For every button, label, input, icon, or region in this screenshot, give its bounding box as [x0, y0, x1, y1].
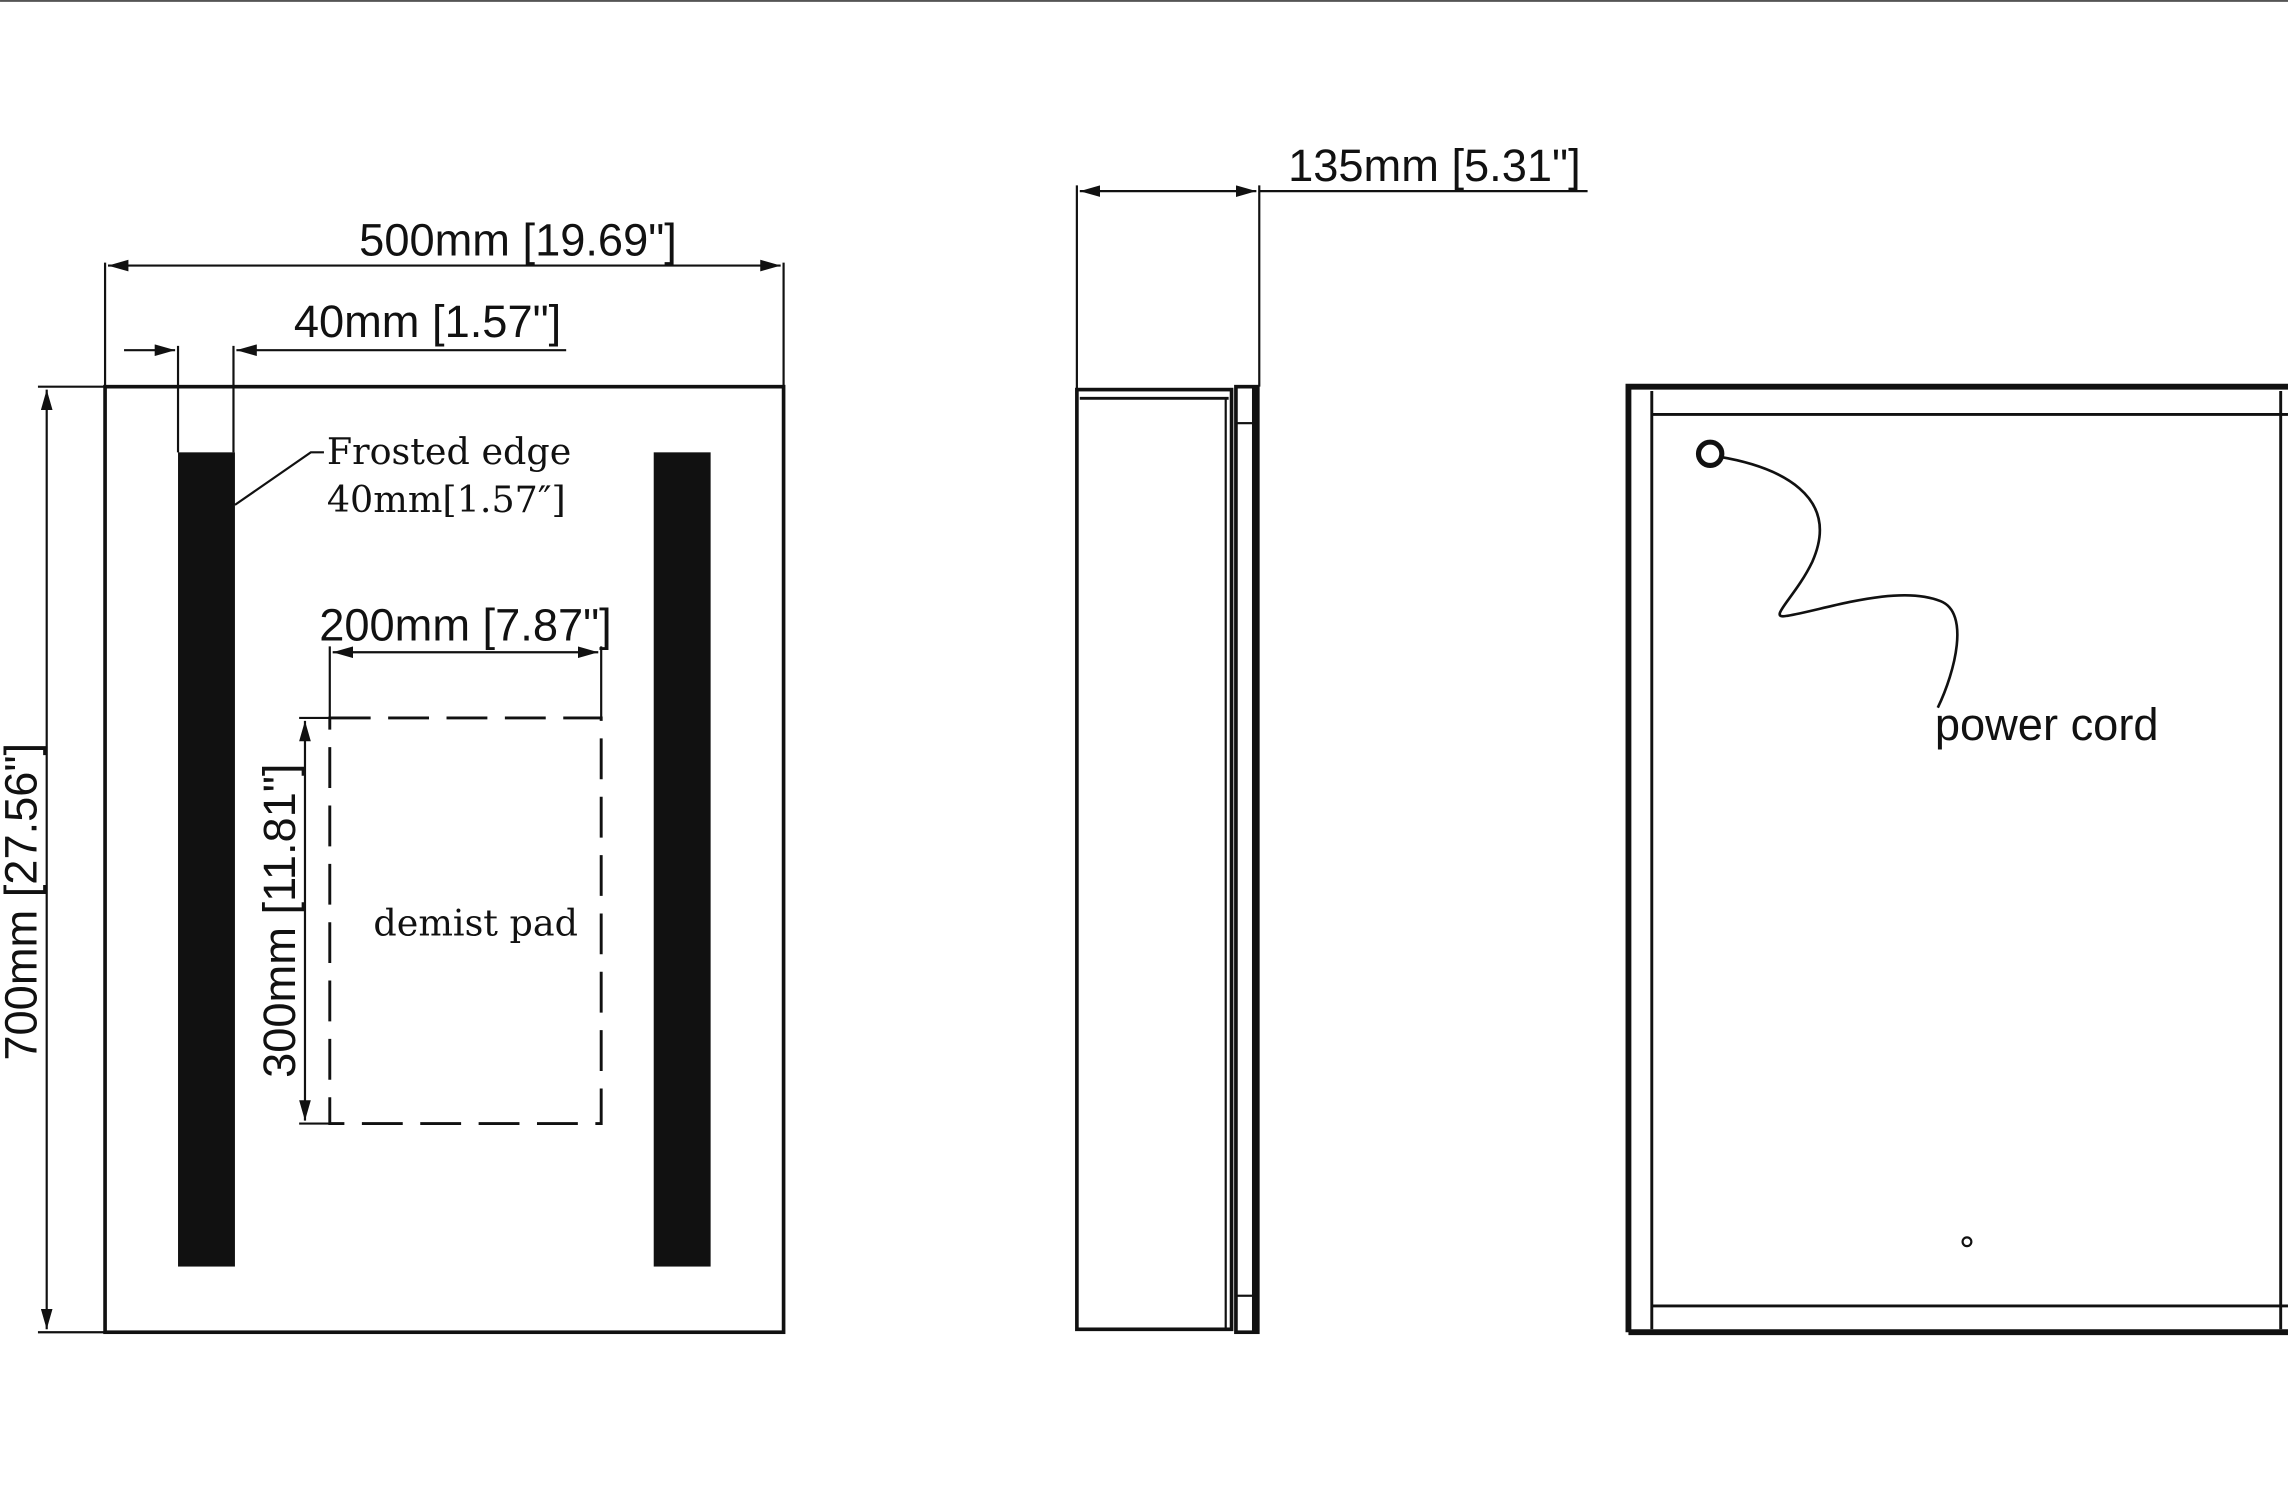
frosted-edge-leader [234, 451, 324, 506]
sensor-dot [1961, 1236, 1973, 1248]
width-label: 500mm [19.69"] [359, 214, 677, 265]
height-label: 700mm [27.56"] [0, 743, 46, 1061]
pad-height-label: 300mm [11.81"] [254, 764, 305, 1078]
power-outlet-icon [1695, 439, 1725, 469]
left-led-strip [178, 452, 235, 1267]
back-view: power cord [1625, 383, 2288, 1336]
right-led-strip [653, 452, 711, 1267]
mirror-outline [103, 384, 786, 1335]
edge-width-label: 40mm [1.57"] [294, 296, 561, 347]
cabinet-body [1075, 387, 1234, 1332]
depth-label: 135mm [5.31"] [1288, 140, 1581, 191]
power-cord [1718, 455, 1959, 709]
frosted-edge-size: 40mm[1.57″] [327, 478, 566, 521]
power-cord-label: power cord [1935, 699, 2159, 750]
pad-width-label: 200mm [7.87"] [319, 600, 612, 651]
front-view: 500mm [19.69"] 40mm [1.57"] 700mm [27.56… [0, 214, 786, 1335]
demist-pad-label: demist pad [373, 901, 578, 944]
frosted-edge-label: Frosted edge [327, 430, 571, 473]
demist-pad-outline [328, 716, 603, 1126]
side-view: 135mm [5.31"] [1075, 140, 1588, 1335]
